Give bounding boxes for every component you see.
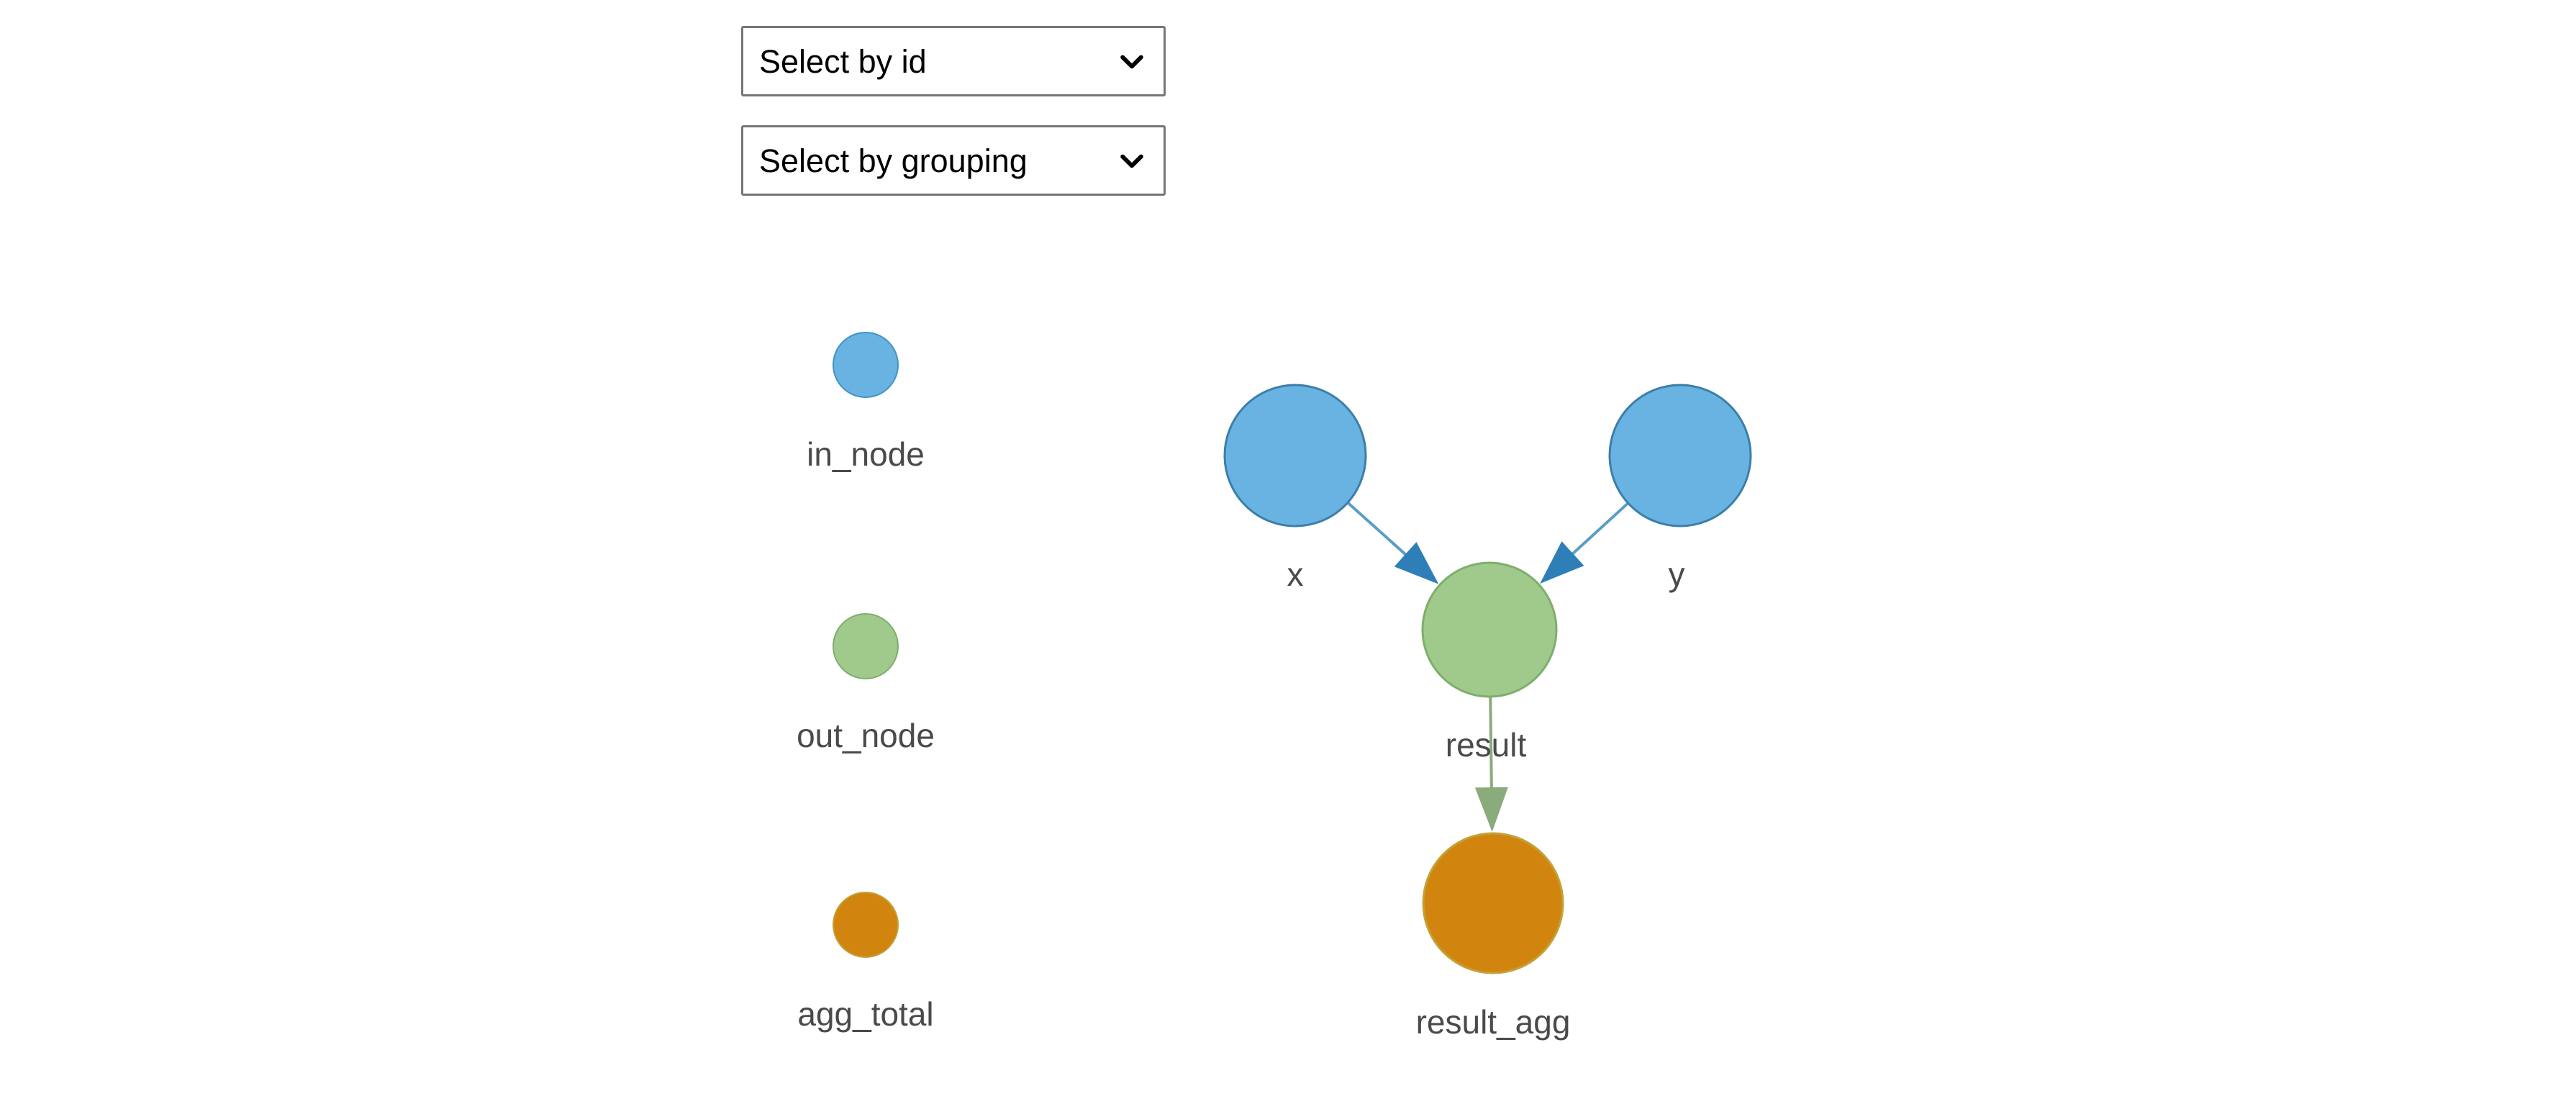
- legend-swatch-agg_total: [833, 892, 899, 958]
- select-by-grouping-label: Select by grouping: [759, 142, 1028, 179]
- legend-label-out_node: out_node: [797, 717, 935, 754]
- nodes-layer: [1223, 384, 1752, 974]
- edge-line: [1565, 502, 1629, 561]
- select-by-grouping-dropdown[interactable]: Select by grouping: [741, 125, 1166, 196]
- edges-layer: [1346, 501, 1629, 833]
- graph-node-result[interactable]: [1421, 561, 1558, 698]
- edge-arrowhead: [1540, 541, 1584, 584]
- edge-line: [1346, 501, 1413, 561]
- graph-node-y[interactable]: [1608, 384, 1752, 528]
- legend-label-in_node: in_node: [807, 435, 925, 473]
- legend-swatch-out_node: [833, 613, 899, 679]
- select-by-id-label: Select by id: [759, 42, 927, 80]
- edge-arrowhead: [1394, 542, 1439, 584]
- legend-swatch-in_node: [833, 332, 899, 398]
- chevron-down-icon: [1120, 154, 1143, 168]
- node-label-y: y: [1668, 556, 1685, 593]
- select-by-id-dropdown[interactable]: Select by id: [741, 26, 1166, 96]
- graph-node-result_agg[interactable]: [1422, 832, 1564, 974]
- edge-line: [1489, 696, 1494, 797]
- edge-result-to-result_agg: [1474, 696, 1508, 833]
- chevron-down-icon: [1120, 55, 1143, 69]
- node-label-x: x: [1287, 556, 1304, 593]
- edge-x-to-result: [1346, 501, 1439, 584]
- node-label-result_agg: result_agg: [1415, 1003, 1571, 1041]
- graph-node-x[interactable]: [1223, 384, 1367, 528]
- edge-y-to-result: [1540, 502, 1629, 584]
- legend-label-agg_total: agg_total: [797, 995, 934, 1033]
- legend-swatches-layer: [833, 332, 899, 958]
- edge-arrowhead: [1474, 787, 1508, 833]
- edge-label-result: result: [1445, 726, 1527, 764]
- controls-panel: Select by id Select by grouping: [741, 26, 1166, 196]
